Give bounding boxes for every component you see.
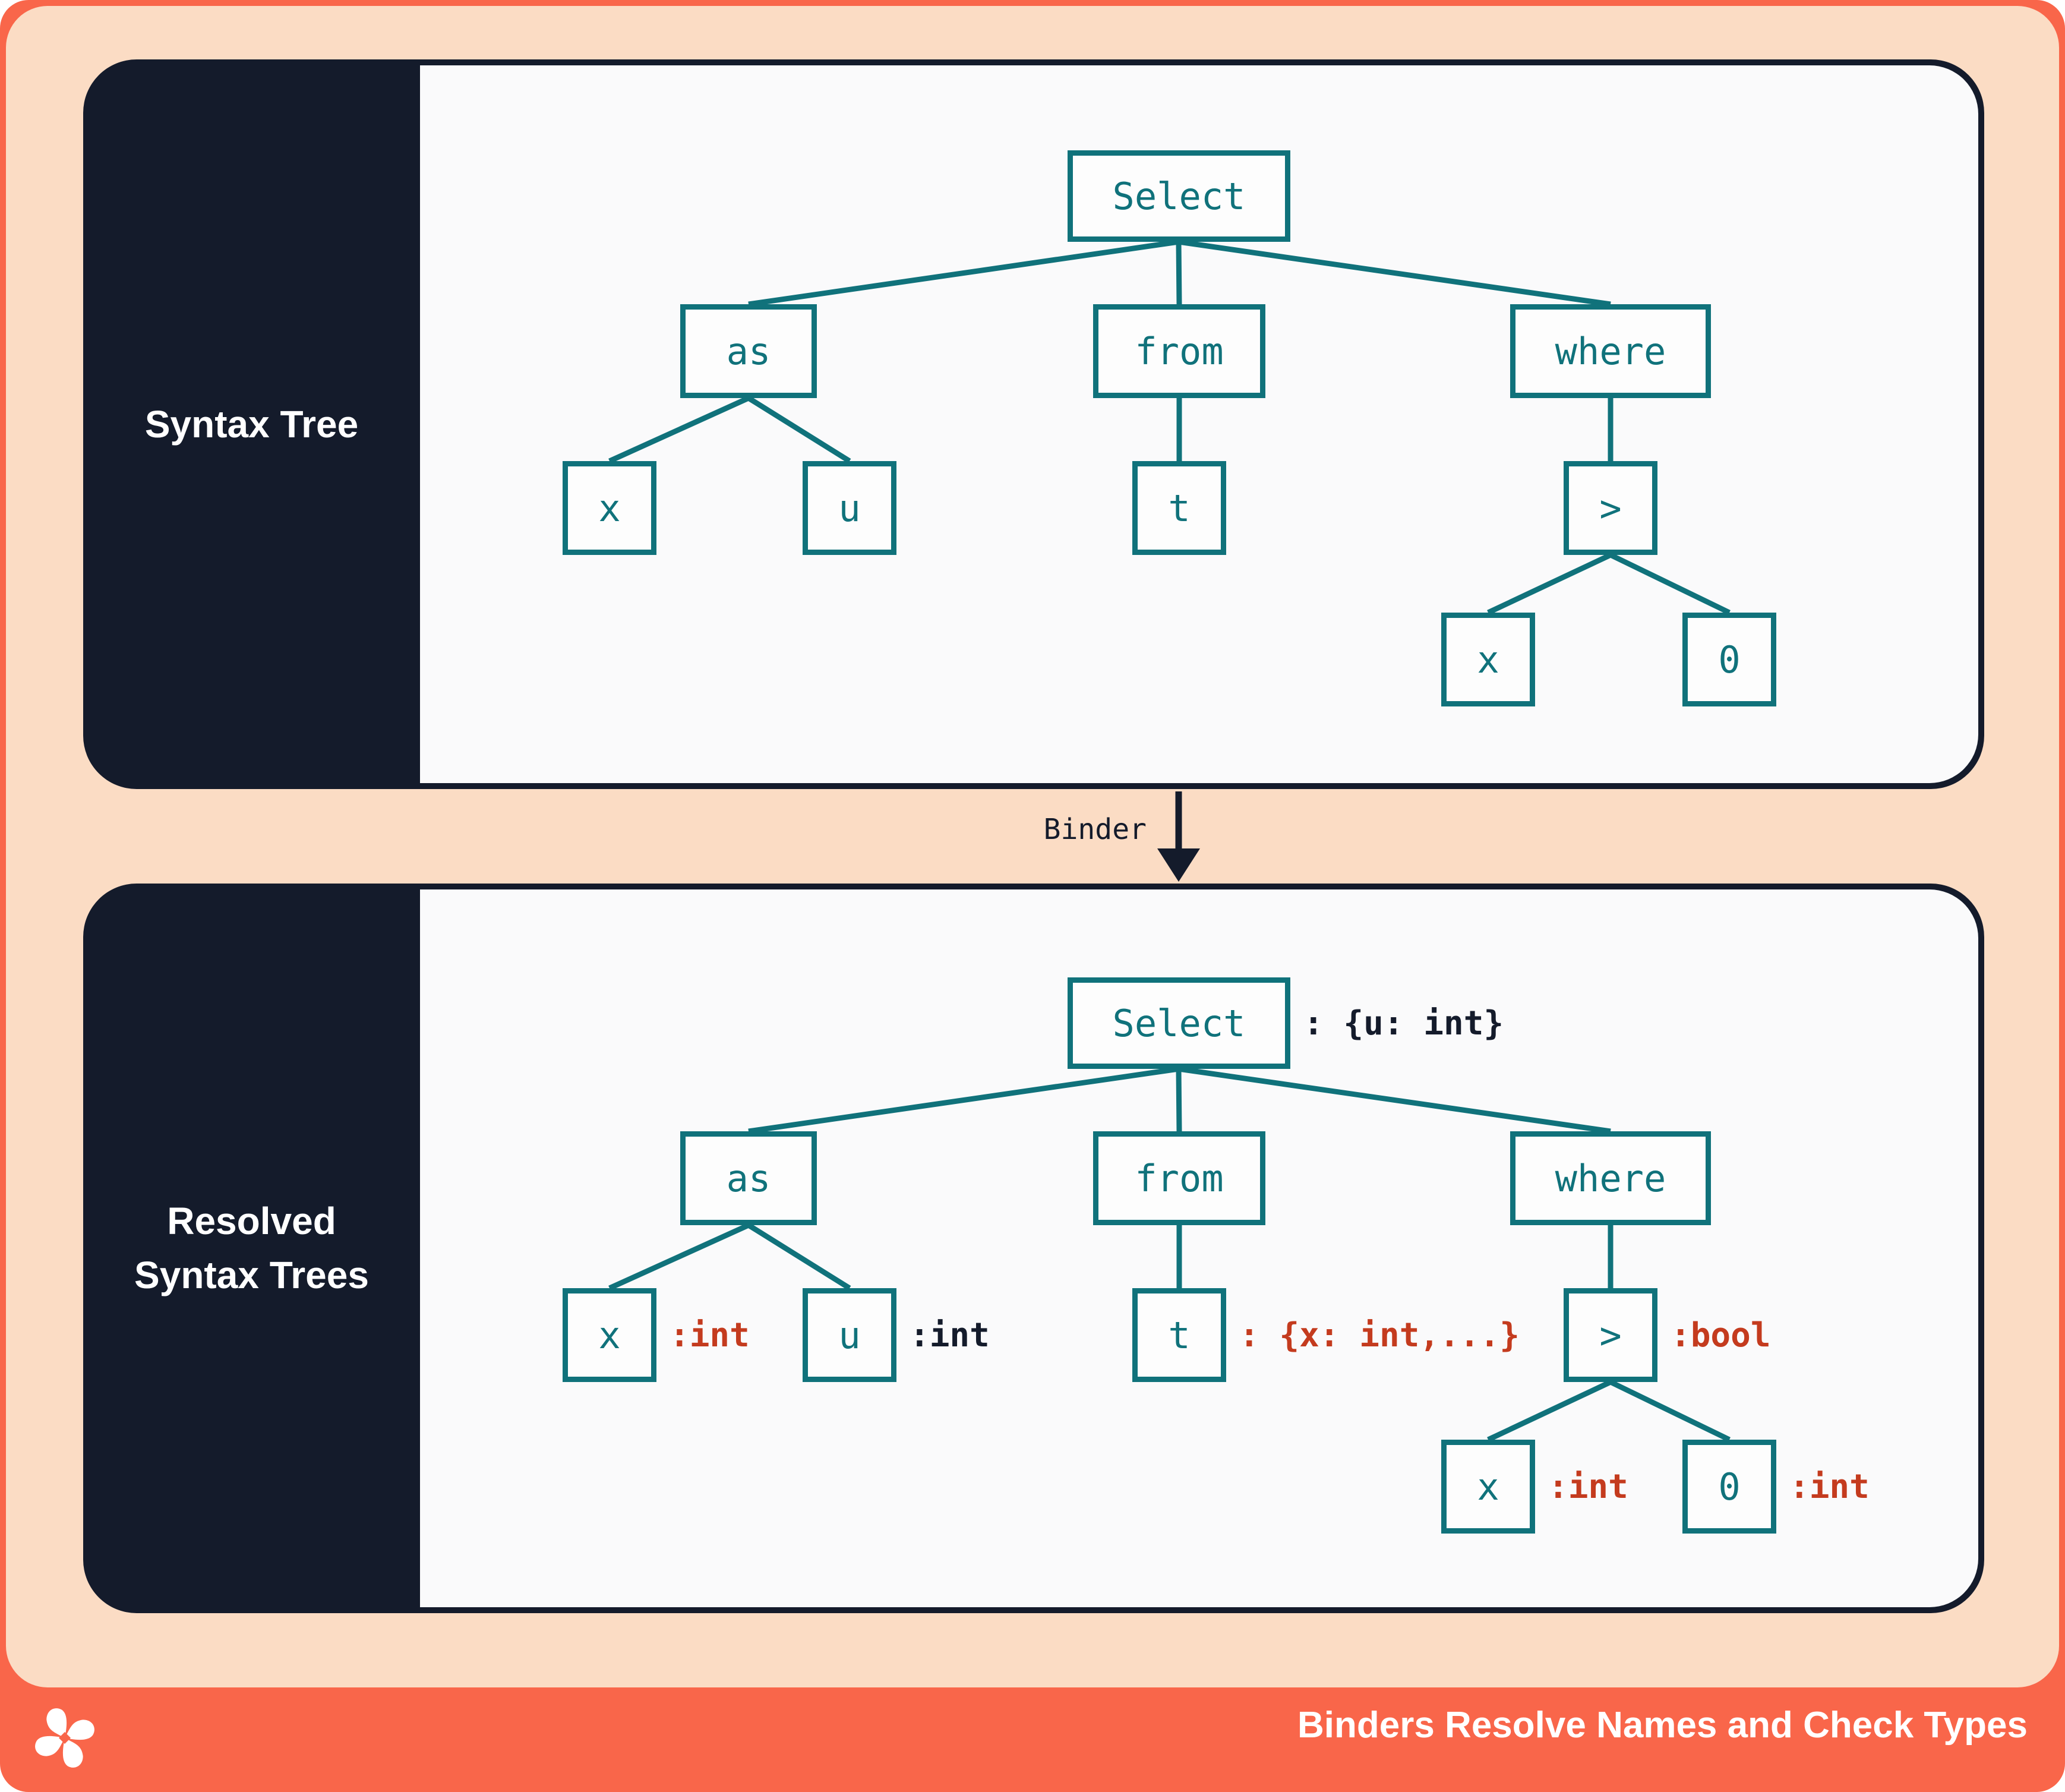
tree-node-resolved-t: t	[1132, 1288, 1226, 1382]
tree-node-resolved-gt: >	[1564, 1288, 1657, 1382]
tree-edges	[608, 239, 1731, 1443]
tree-node-resolved-x1: x	[563, 1288, 656, 1382]
tree-node-resolved-zero: 0	[1682, 1440, 1776, 1534]
tree-node-resolved-where: where	[1510, 1131, 1711, 1225]
tree-node-syntax-select: Select	[1068, 150, 1290, 242]
panel-label-line: Syntax Tree	[144, 402, 359, 446]
syntax-tree-panel-label: Syntax Tree	[83, 59, 420, 789]
tree-node-syntax-where: where	[1510, 304, 1711, 398]
binder-arrow	[1157, 791, 1200, 882]
pinwheel-logo-icon	[35, 1708, 94, 1768]
binder-label: Binder	[1043, 813, 1147, 846]
type-annotation-resolved-u: :int	[910, 1315, 990, 1355]
tree-node-resolved-u: u	[803, 1288, 896, 1382]
tree-node-resolved-x2: x	[1441, 1440, 1535, 1534]
resolved-syntax-trees-panel-label: Resolved Syntax Trees	[83, 884, 420, 1613]
tree-node-syntax-x2: x	[1441, 613, 1535, 706]
type-annotation-resolved-gt: :bool	[1671, 1315, 1771, 1355]
tree-node-syntax-from: from	[1093, 304, 1265, 398]
tree-node-resolved-as: as	[680, 1131, 817, 1225]
type-annotation-resolved-t: : {x: int,...}	[1239, 1315, 1520, 1355]
tree-node-syntax-x1: x	[563, 461, 656, 555]
tree-node-syntax-as: as	[680, 304, 817, 398]
type-annotation-resolved-zero: :int	[1789, 1467, 1870, 1506]
footer-title: Binders Resolve Names and Check Types	[1297, 1705, 2028, 1746]
resolved-syntax-trees-panel: Resolved Syntax Trees	[83, 884, 1984, 1613]
tree-node-syntax-gt: >	[1564, 461, 1657, 555]
tree-node-syntax-u: u	[803, 461, 896, 555]
panel-label-line: Syntax Trees	[134, 1254, 369, 1296]
panel-label-line: Resolved	[167, 1200, 336, 1243]
type-annotation-resolved-x2: :int	[1548, 1467, 1628, 1506]
tree-node-resolved-select: Select	[1068, 977, 1290, 1069]
type-annotation-resolved-select: : {u: int}	[1303, 1004, 1504, 1043]
type-annotation-resolved-x1: :int	[670, 1315, 750, 1355]
tree-node-resolved-from: from	[1093, 1131, 1265, 1225]
tree-node-syntax-t: t	[1132, 461, 1226, 555]
tree-node-syntax-zero: 0	[1682, 613, 1776, 706]
